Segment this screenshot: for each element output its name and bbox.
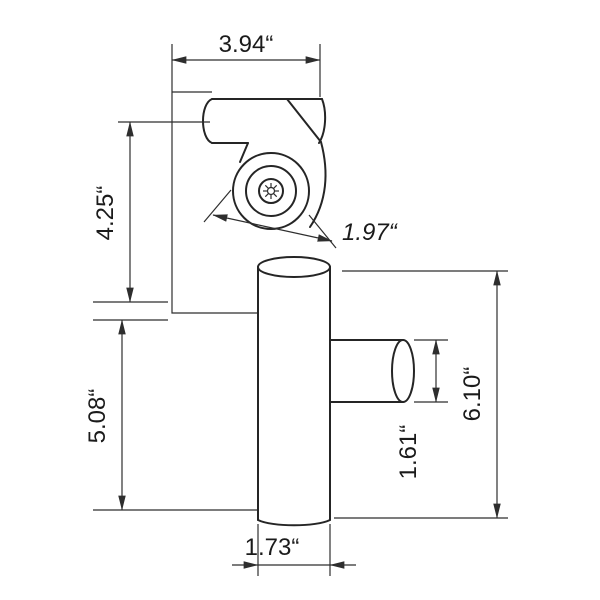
dim-label-spray-face: 1.97“ xyxy=(342,219,399,246)
outlet-end-cap xyxy=(391,339,415,403)
aerator-star-icon xyxy=(263,183,279,199)
wall-profile xyxy=(171,44,258,314)
dim-label-overall-height: 6.10“ xyxy=(459,367,486,422)
dim-spray-face: 1.97“ xyxy=(203,189,399,249)
elbow-miter-line xyxy=(286,98,322,143)
pipe-top-opening xyxy=(257,256,331,278)
dim-label-top-width: 3.94“ xyxy=(219,31,274,58)
wall-profile-step-line xyxy=(171,44,258,314)
dim-lower-height: 5.08“ xyxy=(84,319,257,511)
dim-top-width: 3.94“ xyxy=(171,31,321,97)
dim-label-pipe-diameter: 1.73“ xyxy=(245,534,300,561)
side-outlet xyxy=(329,339,415,403)
spout-right-cap xyxy=(318,98,327,144)
extension-line xyxy=(308,214,337,249)
dim-label-upper-height: 4.25“ xyxy=(92,186,119,241)
elbow-left-edge xyxy=(239,142,249,163)
pipe-bottom-edge xyxy=(257,519,331,527)
dim-overall-height: 6.10“ xyxy=(334,270,508,519)
dim-label-outlet-diameter: 1.61“ xyxy=(395,425,422,480)
spray-head xyxy=(232,152,310,230)
spray-head-side-edge xyxy=(309,141,327,228)
dim-pipe-diameter: 1.73“ xyxy=(232,524,356,576)
dim-upper-height: 4.25“ xyxy=(92,121,210,303)
dim-outlet-diameter: 1.61“ xyxy=(395,339,448,480)
extension-line xyxy=(203,189,232,223)
dimension-line xyxy=(212,214,333,242)
spout-left-cap xyxy=(202,98,213,144)
dim-label-lower-height: 5.08“ xyxy=(84,389,111,444)
main-pipe xyxy=(257,256,331,527)
